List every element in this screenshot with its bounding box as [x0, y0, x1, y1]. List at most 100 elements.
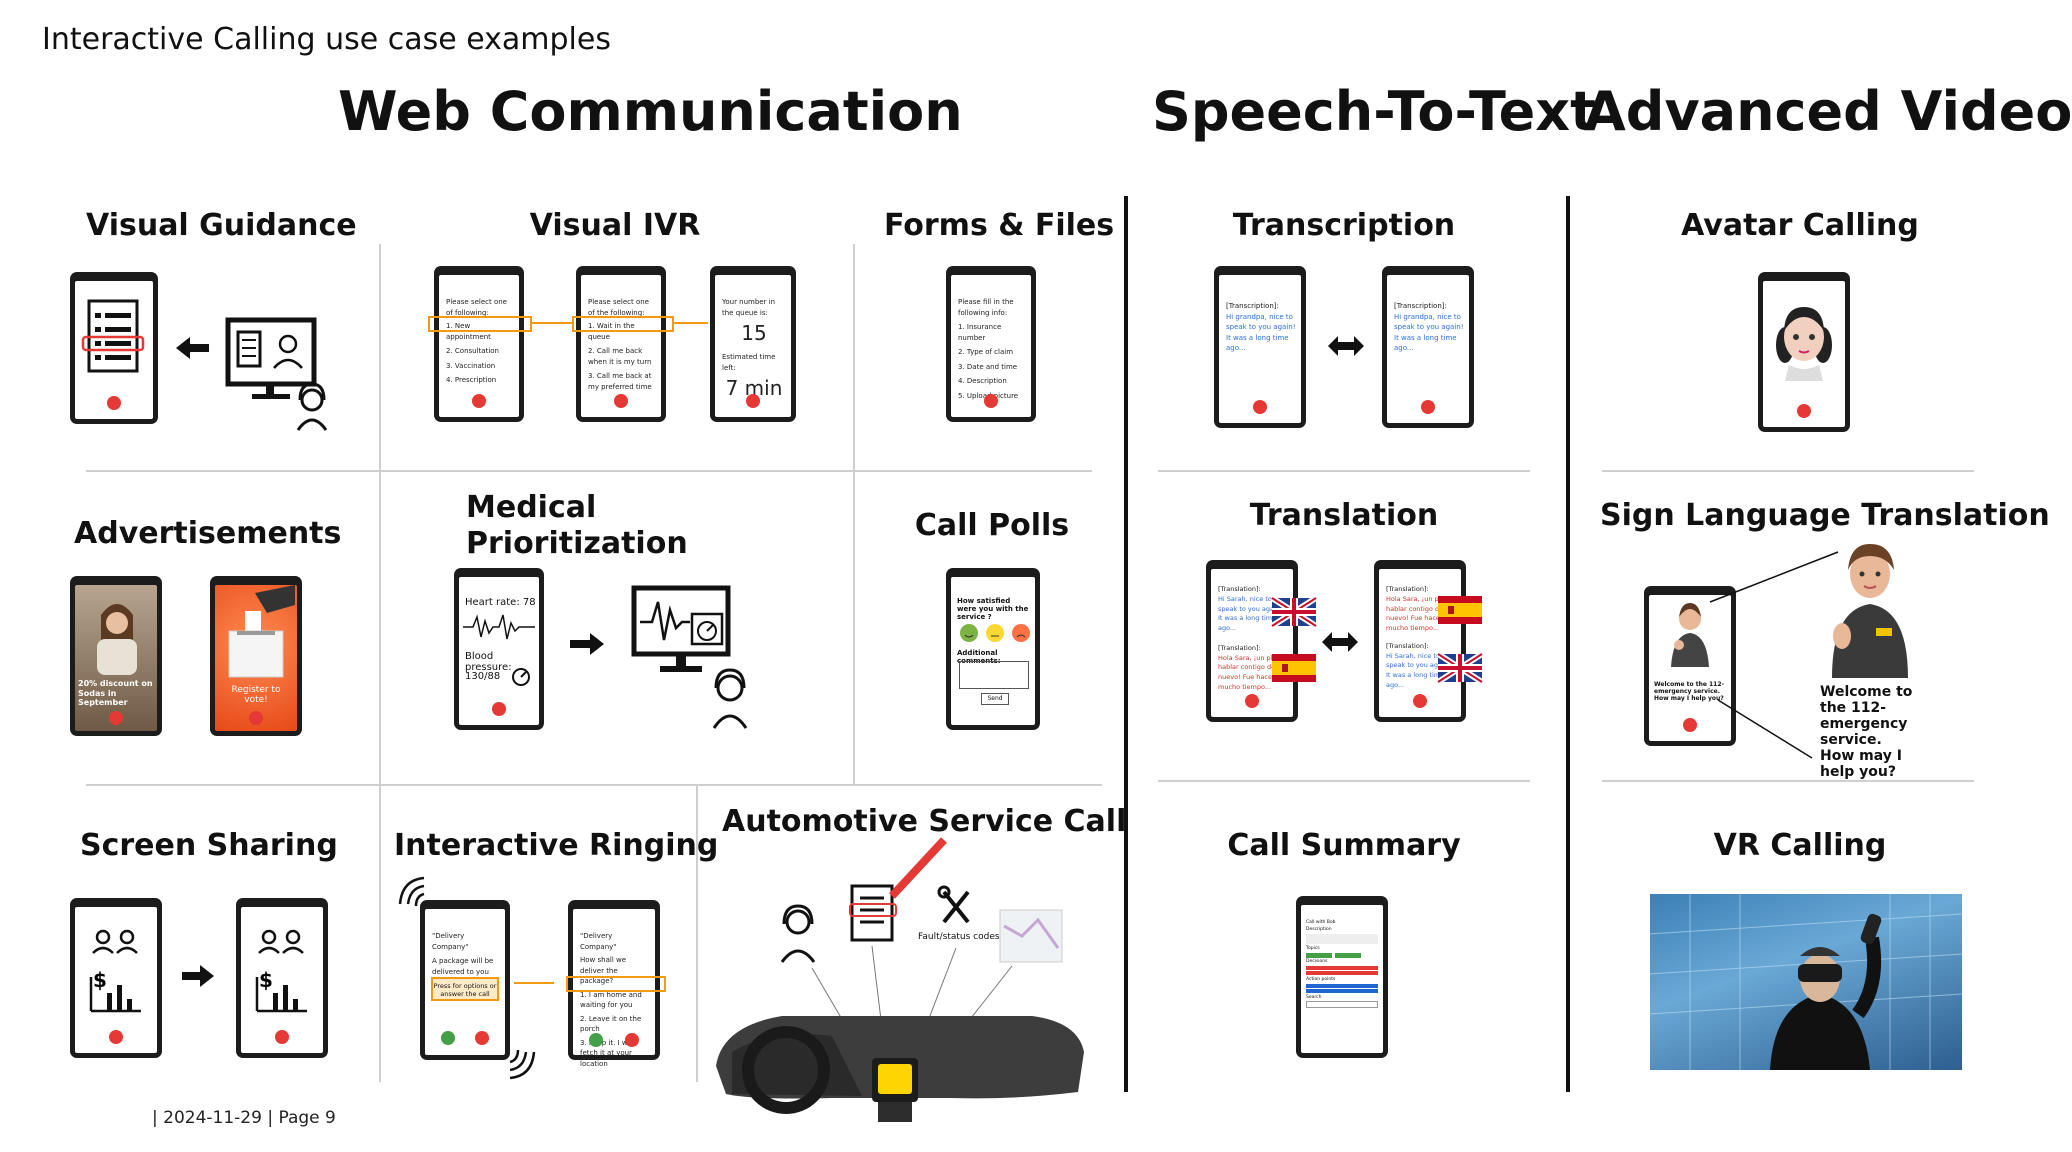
vr-calling-image — [1649, 894, 1963, 1070]
ringing-waves-icon — [398, 876, 425, 907]
hangup-icon[interactable] — [492, 702, 506, 716]
hangup-icon[interactable] — [1413, 694, 1427, 708]
sign-caption-large: Welcome to the 112-emergency service. Ho… — [1820, 684, 1913, 781]
ivr-option[interactable]: 1. New appointment — [446, 322, 491, 341]
form-field[interactable]: 1. Insurance number — [958, 323, 1002, 342]
form-field[interactable]: 4. Description — [958, 377, 1007, 385]
hangup-icon[interactable] — [984, 394, 998, 408]
arrow-right-icon — [590, 633, 604, 655]
signer-avatar-small — [1671, 603, 1709, 667]
title-translation: Translation — [1249, 498, 1439, 533]
hangup-icon[interactable] — [614, 394, 628, 408]
phone-translation-1: [Translation]: Hi Sarah, nice to speak t… — [1206, 560, 1298, 722]
phone-call-summary: Call with Bob Description Topics Decisio… — [1296, 896, 1388, 1058]
ivr-position-text: Your number in the queue is: 15 Estimate… — [722, 297, 786, 403]
title-call-summary: Call Summary — [1227, 828, 1461, 863]
grid-divider — [696, 784, 698, 1082]
phone-sign-language: Welcome to the 112-emergency service. Ho… — [1644, 586, 1736, 746]
ivr-option[interactable]: 2. Consultation — [446, 347, 499, 355]
ivr-menu-text: Please select one of following: 1. New a… — [446, 297, 514, 386]
delivery-option[interactable]: 1. I am home and waiting for you — [580, 990, 642, 1010]
phone-transcription-1: [Transcription]: Hi grandpa, nice to spe… — [1214, 266, 1306, 428]
hangup-icon[interactable] — [1253, 400, 1267, 414]
footer-date-page: | 2024-11-29 | Page 9 — [152, 1108, 336, 1128]
agent-icon — [780, 904, 816, 963]
section-web-communication: Web Communication — [338, 80, 963, 143]
answer-icon[interactable] — [589, 1033, 603, 1047]
ivr-option[interactable]: 3. Vaccination — [446, 361, 496, 370]
poll-question: How satisfied were you with the service … — [957, 597, 1029, 621]
hangup-icon[interactable] — [1245, 694, 1259, 708]
phone-poll: How satisfied were you with the service … — [946, 568, 1040, 730]
hangup-icon[interactable] — [249, 711, 263, 725]
ivr-option[interactable]: 3. Call me back at my preferred time — [588, 372, 652, 391]
delivery-options-text: "Delivery Company" How shall we deliver … — [580, 931, 650, 1069]
hangup-icon[interactable] — [109, 711, 123, 725]
title-interactive-ringing: Interactive Ringing — [394, 828, 719, 863]
grid-divider — [853, 244, 855, 784]
phone-visual-guidance — [70, 272, 158, 424]
grid-divider — [1602, 780, 1974, 782]
phone-ringing-1: "Delivery Company" A package will be del… — [420, 900, 510, 1060]
form-field[interactable]: 2. Type of claim — [958, 348, 1014, 356]
ivr-prompt: Please select one of following: — [446, 298, 507, 317]
hangup-icon[interactable] — [275, 1030, 289, 1044]
comments-input[interactable] — [959, 661, 1029, 689]
hangup-icon[interactable] — [746, 394, 760, 408]
arrow-left-icon — [176, 337, 190, 359]
transcription-text: [Transcription]: Hi grandpa, nice to spe… — [1226, 301, 1296, 354]
summary-line: Topics — [1306, 946, 1320, 952]
transcription-message: Hi grandpa, nice to speak to you again! … — [1394, 312, 1464, 353]
summary-line: Description — [1306, 927, 1332, 933]
agent-monitor-icon — [225, 317, 328, 431]
section-divider — [1124, 196, 1128, 1092]
ivr-option[interactable]: 4. Prescription — [446, 376, 497, 384]
arrow-shaft — [570, 640, 590, 648]
grid-divider — [379, 244, 381, 1082]
ivr-option[interactable]: 1. Wait in the queue — [588, 322, 635, 341]
queue-label: Your number in the queue is: — [722, 298, 776, 317]
forms-text: Please fill in the following info: 1. In… — [958, 297, 1026, 401]
hangup-icon[interactable] — [475, 1031, 489, 1045]
ringing-waves-icon — [509, 1049, 536, 1080]
options-box[interactable]: Press for options or answer the call — [431, 977, 499, 1001]
hangup-icon[interactable] — [109, 1030, 123, 1044]
hangup-icon — [107, 396, 121, 410]
ecg-icon — [463, 614, 535, 640]
grid-divider — [1158, 470, 1530, 472]
flow-arrow — [530, 322, 574, 324]
hangup-icon[interactable] — [1421, 400, 1435, 414]
arrow-shaft — [189, 344, 209, 352]
phone-screen-share-1: $ — [70, 898, 162, 1058]
time-label: Estimated time left: — [722, 353, 776, 372]
hangup-icon[interactable] — [625, 1033, 639, 1047]
delivery-option[interactable]: 2. Leave it on the porch — [580, 1014, 642, 1034]
caller-name: "Delivery Company" — [580, 932, 617, 951]
map-thumbnail — [999, 909, 1063, 963]
send-button[interactable]: Send — [981, 693, 1009, 705]
ad-text[interactable]: 20% discount on Sodas in September — [78, 679, 153, 708]
vr-scene — [1649, 894, 1963, 1070]
grid-divider — [1602, 470, 1974, 472]
hangup-icon[interactable] — [1683, 718, 1697, 732]
form-field[interactable]: 3. Date and time — [958, 362, 1018, 371]
phone-avatar — [1758, 272, 1850, 432]
fault-codes-label: Fault/status codes — [918, 932, 1000, 942]
title-vr-calling: VR Calling — [1713, 828, 1887, 863]
hangup-icon[interactable] — [1797, 404, 1811, 418]
selection-highlight — [572, 316, 674, 332]
title-transcription: Transcription — [1232, 208, 1456, 243]
transcription-tag: [Transcription]: — [1394, 302, 1447, 310]
answer-icon[interactable] — [441, 1031, 455, 1045]
ivr-option[interactable]: 2. Call me back when it is my turn — [588, 347, 652, 366]
summary-content: Call with Bob Description Topics Decisio… — [1306, 919, 1378, 1009]
hangup-icon[interactable] — [472, 394, 486, 408]
delivery-option[interactable]: 3. Keep it. I will fetch it at your loca… — [580, 1038, 634, 1068]
phone-ringing-2: "Delivery Company" How shall we deliver … — [568, 900, 660, 1068]
arrow-shaft — [182, 972, 200, 980]
rating-faces[interactable] — [959, 623, 1031, 643]
spain-flag-icon — [1272, 654, 1316, 682]
ad-text[interactable]: Register to vote! — [231, 685, 281, 705]
queue-number: 15 — [741, 321, 767, 345]
translation-text: [Translation]: Hola Sara, ¡un placer hab… — [1386, 585, 1456, 691]
